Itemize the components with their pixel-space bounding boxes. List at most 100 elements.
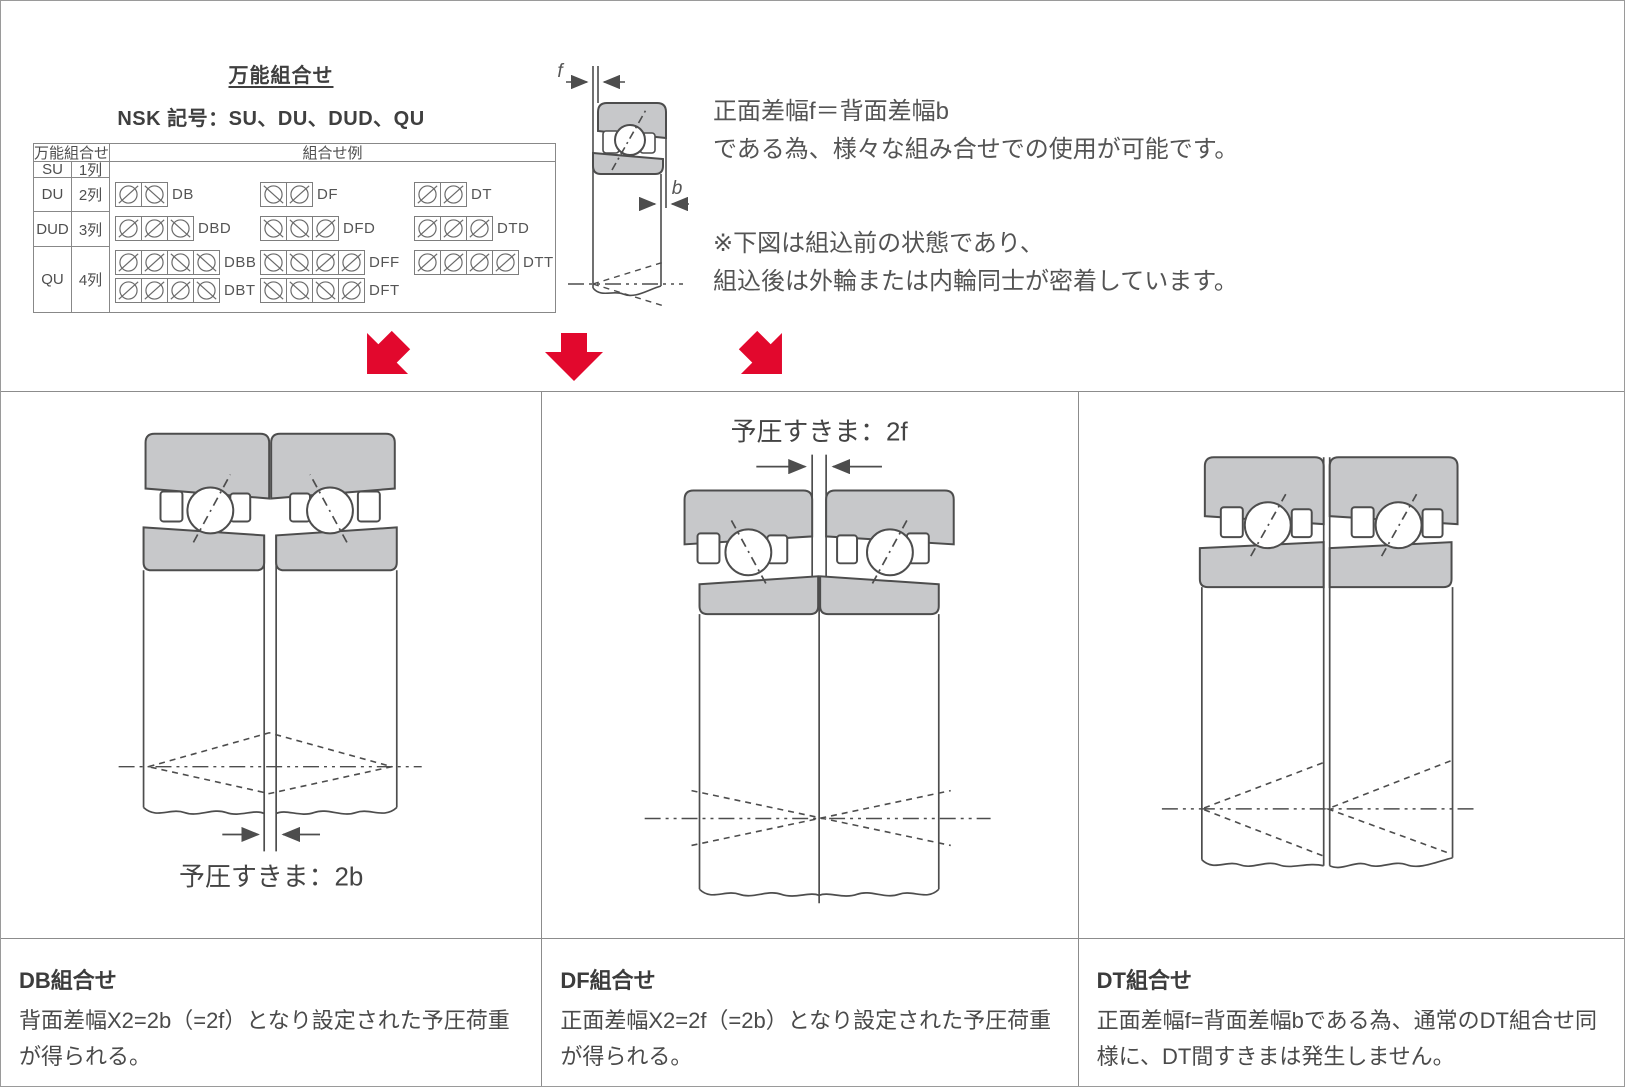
combo-DTD: DTD [414,216,529,241]
dim-f-label: f [557,61,564,82]
bearing-symbol-cell [286,182,313,207]
combo-DFT: DFT [260,278,400,303]
bearing-symbol-cell [286,216,313,241]
row-columns-qu: 4列 [72,247,110,312]
nsk-symbols-line: NSK 記号：SU、DU、DUD、QU [117,108,425,130]
combo-DTT: DTT [414,250,554,275]
bearing-symbol-cell [193,278,220,303]
bearing-symbol-cell [338,278,365,303]
red-arrow-down-icon [545,333,603,381]
combo-DT: DT [414,182,492,207]
bearing-symbol-cell [260,216,287,241]
combination-table: 万能組合せ 組合せ例 SU 1列 DU 2列 DUD 3列 QU 4列 DB DF… [33,143,556,313]
bearing-symbol-cell [260,278,287,303]
combo-label: DTD [497,220,530,237]
combo-label: DFT [369,282,400,299]
row-columns-du: 2列 [72,178,110,212]
combo-DFF: DFF [260,250,400,275]
bearing-symbol-cell [414,250,441,275]
bearing-symbol-cell [286,250,313,275]
bearing-symbol-cell [440,182,467,207]
db-diagram: 予圧すきま：2b [1,392,542,939]
df-diagram: 予圧すきま：2f [542,392,1078,939]
bearing-symbol-cell [414,182,441,207]
bearing-symbol-cell [260,250,287,275]
dt-diagram [1078,392,1624,939]
table-header-combination: 万能組合せ [34,144,110,162]
combo-line-du: DB DF DT [110,178,555,212]
bearing-symbol-cell [466,250,493,275]
bearing-symbol-cell [193,250,220,275]
single-bearing-diagram: f b [557,61,689,307]
combo-DF: DF [260,182,338,207]
bearing-symbol-cell [115,250,142,275]
combo-DBT: DBT [115,278,256,303]
bearing-symbol-cell [141,182,168,207]
bearing-symbol-cell [115,216,142,241]
bearing-symbol-cell [440,216,467,241]
explanation-line-1: 正面差幅f＝背面差幅b [713,98,950,125]
combo-label: DFD [343,220,376,237]
bearing-symbol-cell [141,216,168,241]
combo-line-qu2: DBT DFT [110,274,555,308]
panel-db: 予圧すきま：2b DB組合せ 背面差幅X2=2b（=2f）となり設定された予圧荷… [1,392,543,1086]
bearing-symbol-cell [466,216,493,241]
combo-label: DB [172,186,194,203]
dim-b-label: b [672,178,683,199]
panels-row: 予圧すきま：2b DB組合せ 背面差幅X2=2b（=2f）となり設定された予圧荷… [1,392,1624,1086]
universal-combination-title: 万能組合せ [228,65,334,87]
combo-DB: DB [115,182,194,207]
row-columns-su: 1列 [72,162,110,179]
combo-label: DTT [523,254,554,271]
bearing-symbol-cell [141,250,168,275]
combo-DBB: DBB [115,250,256,275]
df-caption-title: DF組合せ [560,968,656,993]
explanation-text: 正面差幅f＝背面差幅b である為、様々な組み合せでの使用が可能です。 ※下図は組… [713,93,1238,301]
combo-label: DT [471,186,492,203]
bearing-symbol-cell [312,250,339,275]
db-caption-title: DB組合せ [19,968,117,993]
bearing-symbol-cell [260,182,287,207]
panel-df: 予圧すきま：2f DF組合せ 正面差幅X2=2f（=2b）となり設定された予圧荷… [542,392,1079,1086]
explanation-line-4: 組込後は外輪または内輪同士が密着しています。 [713,268,1238,295]
bearing-symbol-cell [312,216,339,241]
bearing-symbol-cell [414,216,441,241]
row-symbol-dud: DUD [34,212,72,247]
bearing-symbol-cell [286,278,313,303]
row-symbol-du: DU [34,178,72,212]
combo-line-dud: DBD DFD DTD [110,212,555,247]
df-caption-body: 正面差幅X2=2f（=2b）となり設定された予圧荷重が得られる。 [560,1008,1052,1069]
bearing-symbol-cell [115,182,142,207]
combo-label: DFF [369,254,400,271]
bearing-symbol-cell [115,278,142,303]
combo-label: DBT [224,282,256,299]
combo-label: DF [317,186,338,203]
combo-line-qu1: DBB DFF DTT [110,246,555,278]
red-arrow-down-left-icon [347,320,422,395]
bearing-symbol-cell [312,278,339,303]
panel-dt: DT組合せ 正面差幅f=背面差幅bである為、通常のDT組合せ同様に、DT間すきま… [1078,392,1624,1086]
row-columns-dud: 3列 [72,212,110,247]
combo-label: DBD [198,220,232,237]
combo-DBD: DBD [115,216,231,241]
db-caption: DB組合せ 背面差幅X2=2b（=2f）となり設定された予圧荷重が得られる。 [1,939,541,1075]
red-arrow-down-right-icon [728,320,803,395]
bearing-symbol-cell [167,250,194,275]
row-symbol-qu: QU [34,247,72,312]
bearing-symbol-cell [338,250,365,275]
db-caption-body: 背面差幅X2=2b（=2f）となり設定された予圧荷重が得られる。 [19,1008,510,1069]
df-gap-label: 予圧すきま：2f [731,419,909,447]
bearing-symbol-cell [440,250,467,275]
db-gap-label: 予圧すきま：2b [179,863,363,891]
combo-DFD: DFD [260,216,375,241]
table-header-examples: 組合せ例 [110,144,555,162]
dt-caption-body: 正面差幅f=背面差幅bである為、通常のDT組合せ同様に、DT間すきまは発生しませ… [1096,1008,1597,1069]
combo-label: DBB [224,254,257,271]
row-symbol-su: SU [34,161,72,178]
explanation-line-2: である為、様々な組み合せでの使用が可能です。 [713,136,1239,163]
bearing-symbol-cell [492,250,519,275]
bearing-symbol-cell [141,278,168,303]
dt-caption: DT組合せ 正面差幅f=背面差幅bである為、通常のDT組合せ同様に、DT間すきま… [1079,939,1624,1075]
df-caption: DF組合せ 正面差幅X2=2f（=2b）となり設定された予圧荷重が得られる。 [542,939,1077,1075]
